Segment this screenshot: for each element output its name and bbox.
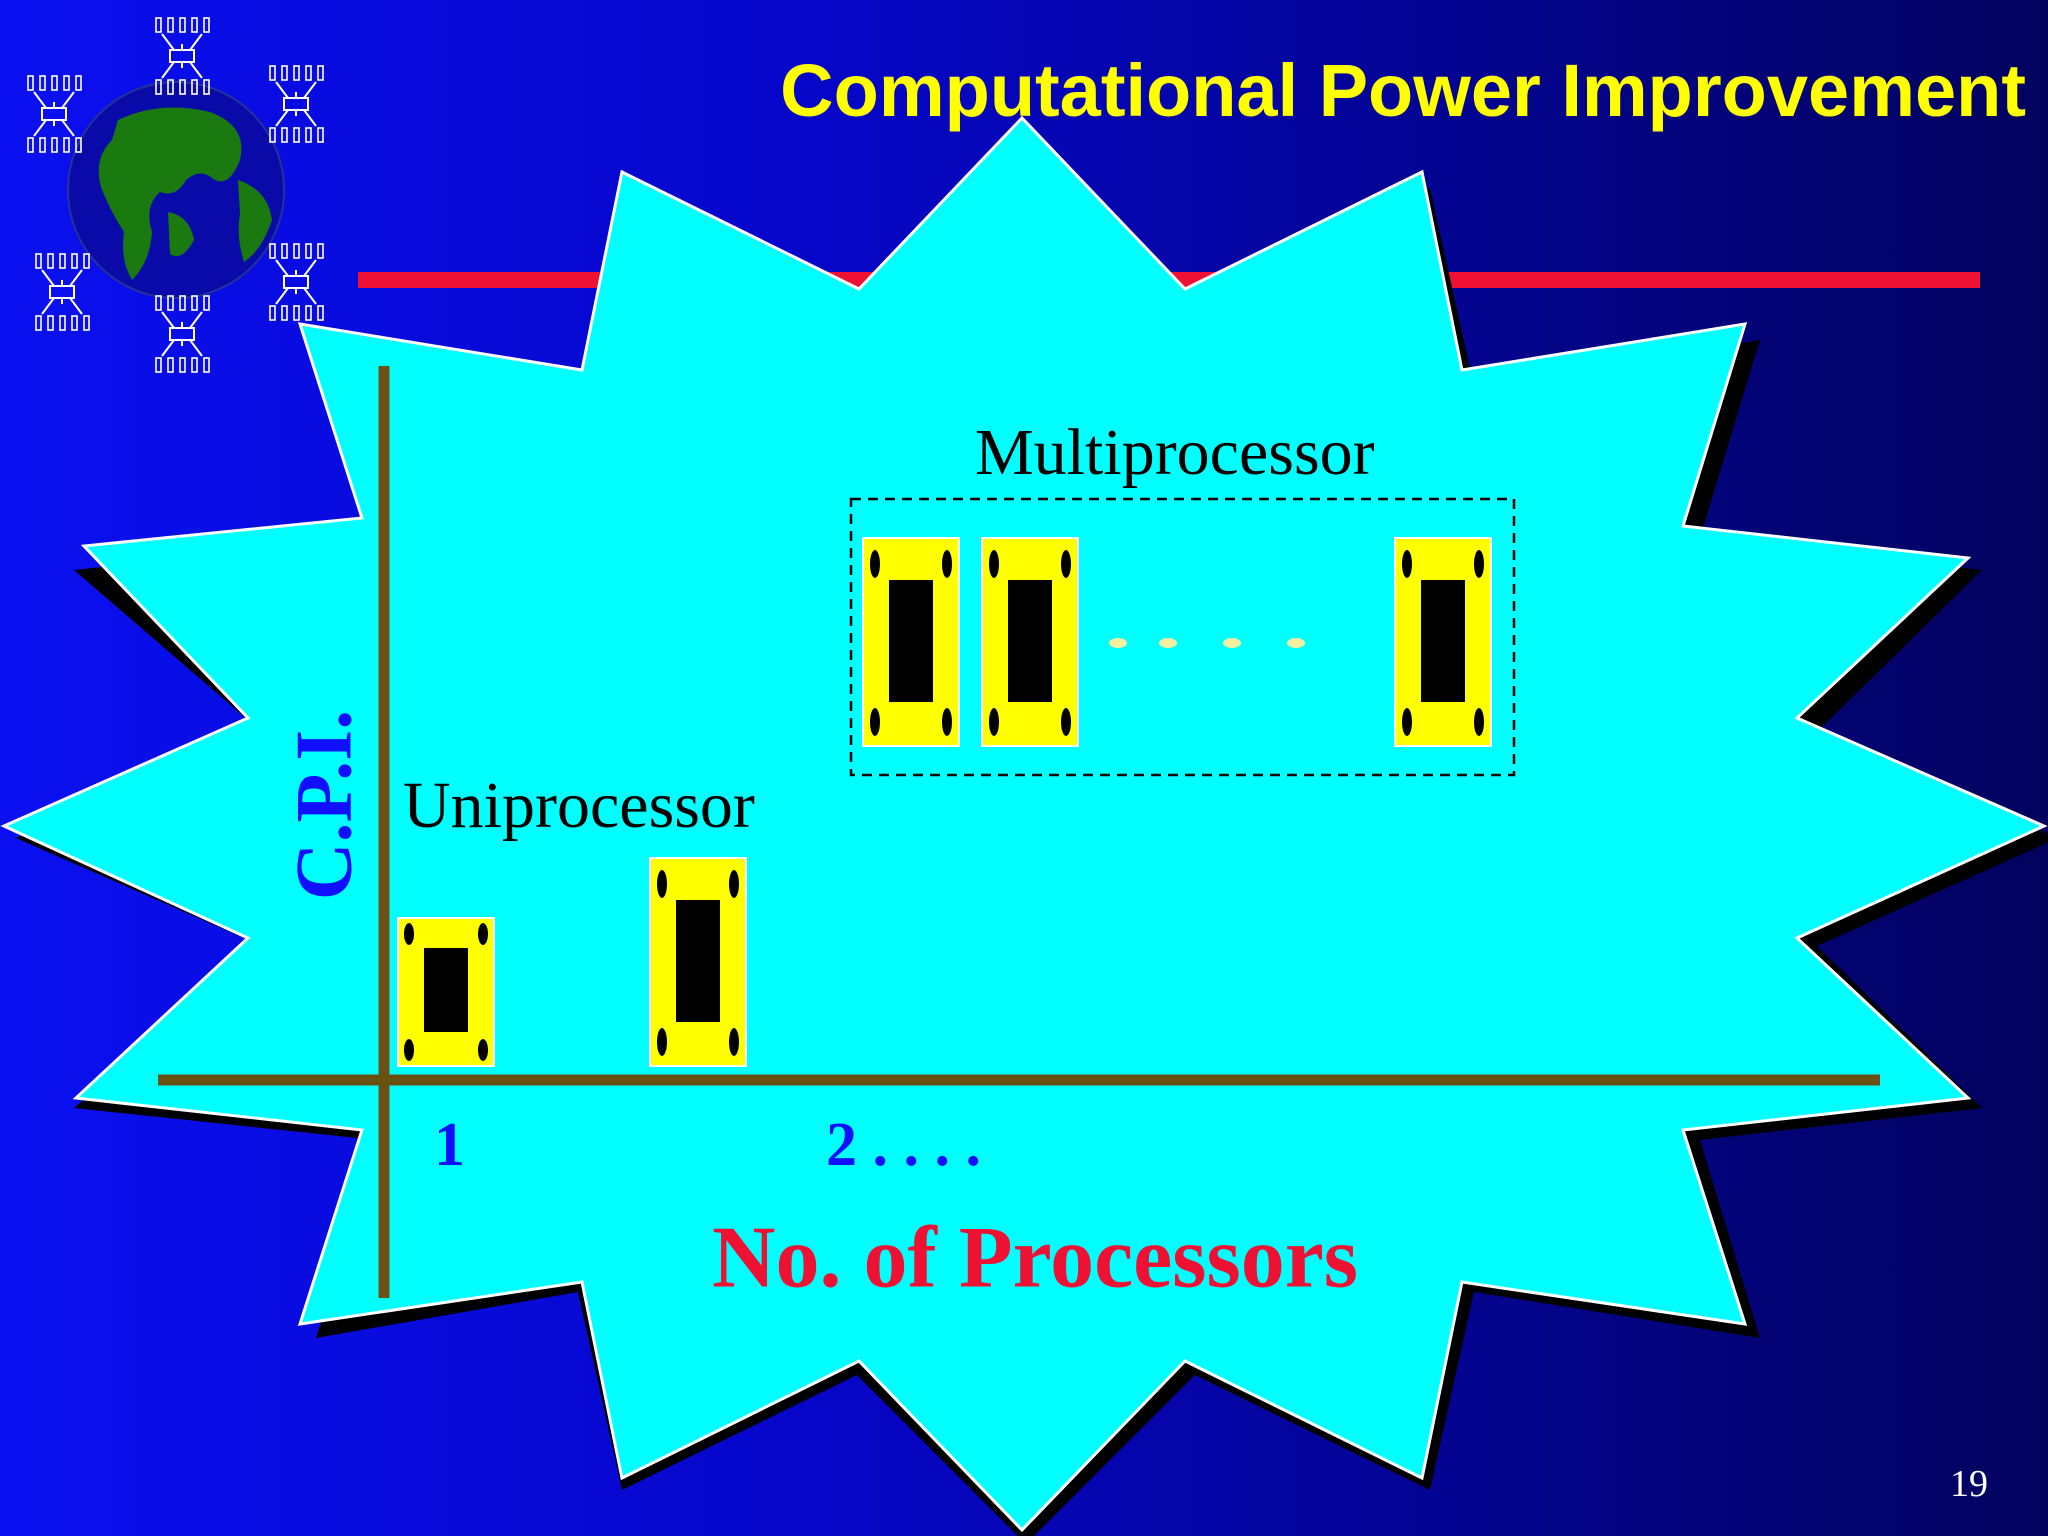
y-axis-label: C.P.I.	[280, 709, 369, 901]
multiprocessor-chip-2	[981, 537, 1079, 747]
uniprocessor-chip-1	[397, 917, 495, 1067]
multiprocessor-label: Multiprocessor	[975, 416, 1375, 489]
uniprocessor-chip-2	[649, 857, 747, 1067]
globe-network-icon	[27, 17, 324, 373]
multiprocessor-chip-1	[862, 537, 960, 747]
x-tick-2: 2 . . . .	[826, 1111, 981, 1179]
multiprocessor-box	[849, 497, 1516, 777]
uniprocessor-label: Uniprocessor	[403, 769, 755, 842]
x-tick-1: 1	[434, 1111, 465, 1179]
page-title: Computational Power Improvement	[780, 49, 2026, 132]
multiprocessor-chip-n	[1394, 537, 1492, 747]
starburst	[0, 115, 2048, 1533]
page-number: 19	[1950, 1463, 1988, 1505]
ellipsis-dots	[1109, 638, 1305, 648]
x-axis-label: No. of Processors	[712, 1209, 1358, 1307]
